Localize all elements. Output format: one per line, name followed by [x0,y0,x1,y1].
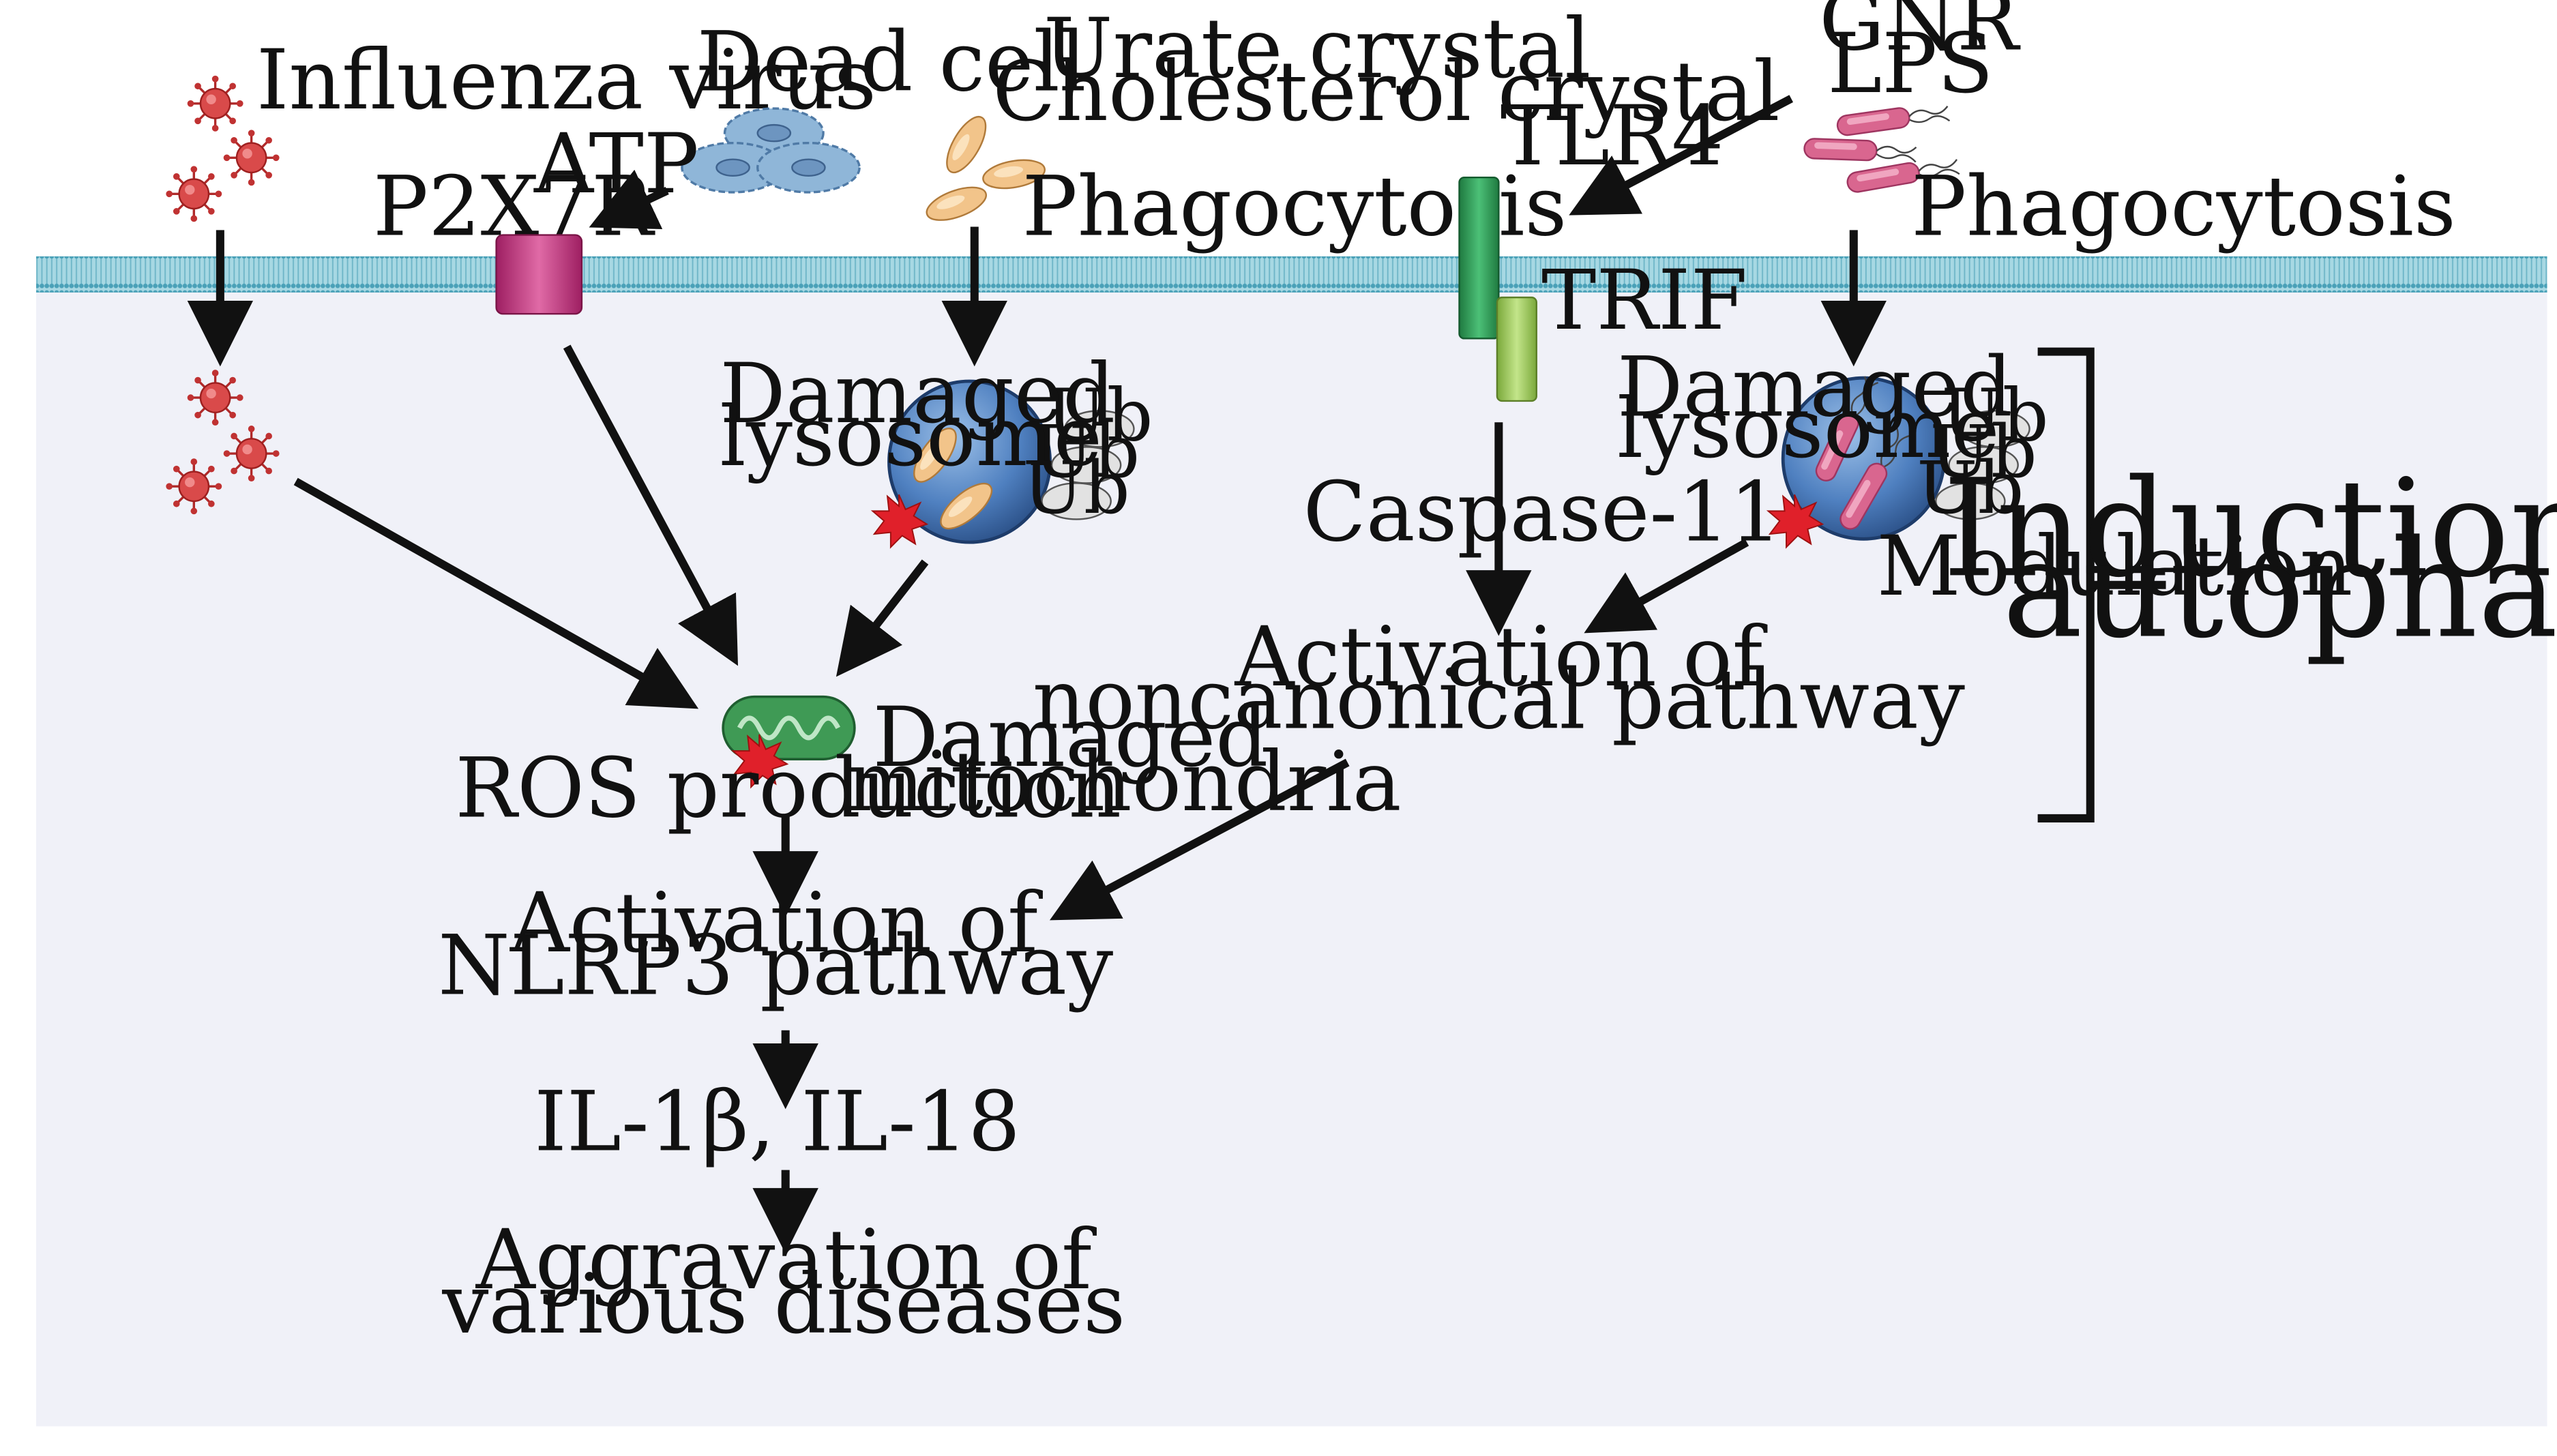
cell-membrane [36,256,2547,293]
damaged-lysosome-right-label-2: lysosome [1617,381,2000,477]
ubiquitin-right: Ub Ub Ub [1917,374,2048,531]
aggravation-label-2: various diseases [441,1257,1125,1352]
ub-label-right-2: Ub [1930,411,2037,494]
trif-label: TRIF [1541,253,1747,348]
cytoplasm [36,276,2547,1427]
dead-cell-icon [681,107,861,194]
damaged-lysosome-left-label-1: Damaged [720,346,1115,442]
modulation-label: Modulation [1877,519,2353,614]
caspase11-label: Caspase-11 [1303,465,1782,561]
trif-adaptor [1496,296,1537,402]
damaged-lysosome-left [872,379,1052,548]
arrow-noncanonical-to-nlrp3 [1049,758,1350,921]
arrow-p2x7r-to-mito [563,344,739,666]
arrow-deadcell-atp [589,169,669,230]
damaged-lysosome-right-label-1: Damaged [1617,340,2013,436]
ub-label-left-3: Ub [1023,447,1130,531]
ub-label-left-1: Ub [1046,374,1153,458]
induction-of-autophagy-label-2: autophagy [2002,511,2557,668]
arrow-lysosome-to-noncanonical [1584,538,1749,634]
damaged-lysosome-right [1767,373,1946,548]
dead-cell-label: Dead cell [697,15,1087,110]
damaged-mitochondria-icon [722,695,856,788]
lps-label: LPS [1827,16,1994,112]
ub-label-right-3: Ub [1917,447,2024,531]
damaged-lysosome-left-label-2: lysosome [720,389,1102,485]
induction-of-autophagy-label-1: Induction of [1942,450,2557,607]
ub-label-left-2: Ub [1033,411,1140,494]
arrow-virus-to-mito [293,477,699,709]
nlrp3-label-2: NLRP3 pathway [438,919,1113,1014]
noncanonical-label-2: noncanonical pathway [1033,652,1965,747]
phagocytosis-right-label: Phagocytosis [1911,160,2456,255]
gnr-label: GNR [1819,0,2021,69]
cytokines-label: IL-1β, IL-18 [534,1075,1020,1170]
arrow-lysosome-to-mito [836,559,929,677]
arrow-gnr-tlr4 [1569,95,1794,216]
ubiquitin-left: Ub Ub Ub [1023,374,1153,531]
p2x7r-receptor [495,234,583,315]
damaged-mitochondria-label-1: Damaged [872,690,1268,786]
tlr4-label: TLR4 [1501,89,1724,184]
cholesterol-crystal-label: Cholesterol crystal [992,44,1779,140]
ub-label-right-1: Ub [1941,374,2048,458]
tlr4-receptor [1458,177,1500,340]
urate-crystal-label: Urate crystal [1044,1,1591,97]
